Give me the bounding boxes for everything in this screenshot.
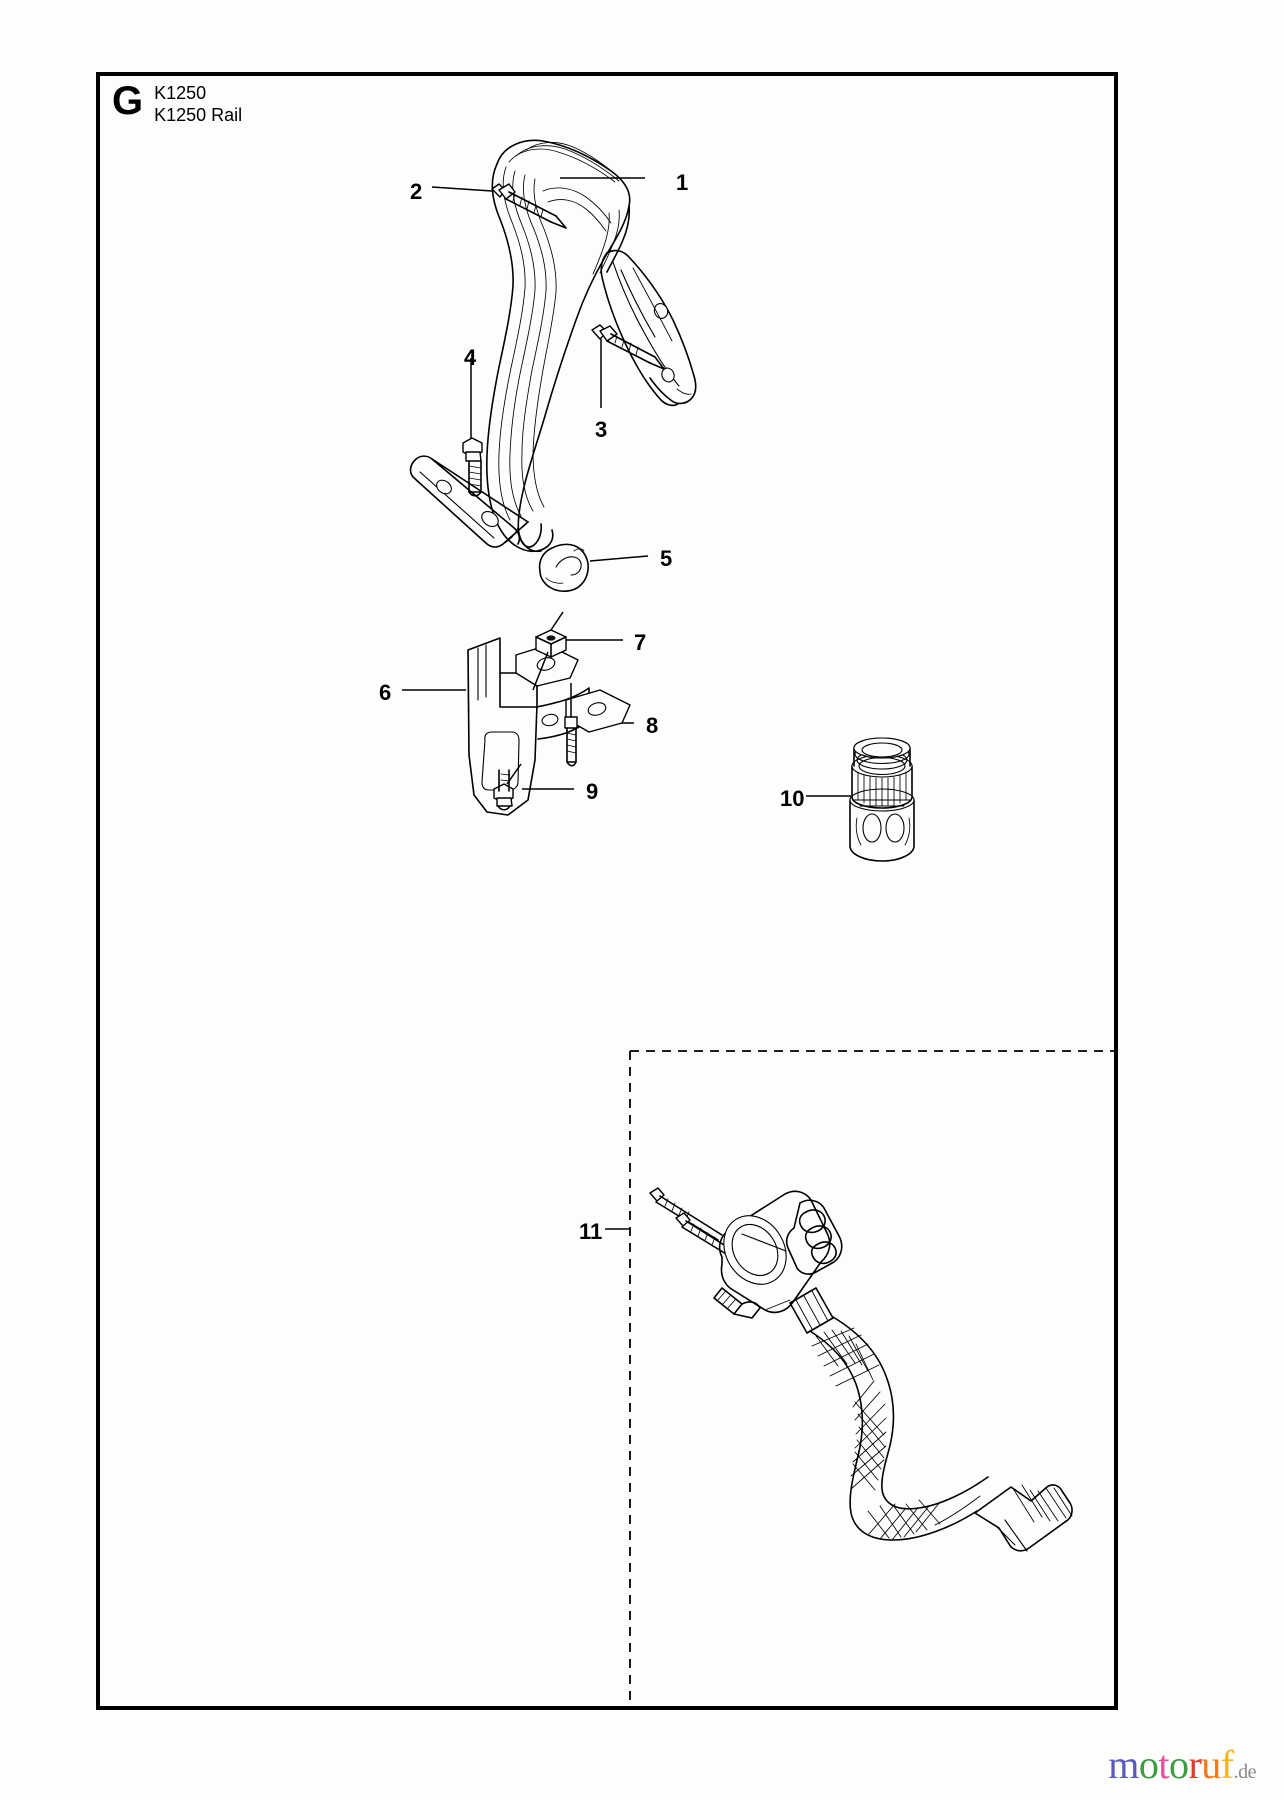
callout-label-9: 9 — [586, 779, 599, 804]
logo-letter-f: f — [1220, 1742, 1234, 1787]
logo-letter-r: r — [1188, 1742, 1202, 1787]
callout-label-6: 6 — [379, 680, 392, 705]
sheet-header: G K1250 K1250 Rail — [112, 79, 242, 126]
callout-label-7: 7 — [634, 630, 647, 655]
logo-letter-t: t — [1158, 1742, 1169, 1787]
callout-label-11: 11 — [579, 1219, 603, 1244]
model-name-1: K1250 — [154, 83, 207, 103]
model-list: K1250 K1250 Rail — [154, 82, 242, 126]
logo-letter-o2: o — [1168, 1742, 1189, 1787]
callout-label-8: 8 — [646, 713, 659, 738]
logo-tld: .de — [1233, 1761, 1257, 1783]
diagram-frame — [96, 72, 1118, 1710]
logo-letter-u: u — [1201, 1742, 1221, 1787]
callout-label-3: 3 — [595, 417, 608, 442]
section-letter: G — [112, 79, 143, 123]
callout-label-1: 1 — [676, 170, 689, 195]
callout-label-4: 4 — [464, 345, 477, 370]
motoruf-watermark: motoruf.de — [1108, 1741, 1256, 1788]
model-name-2: K1250 Rail — [154, 105, 243, 125]
logo-letter-m: m — [1108, 1742, 1139, 1787]
logo-letter-o1: o — [1138, 1742, 1159, 1787]
callout-label-2: 2 — [410, 179, 423, 204]
callout-label-5: 5 — [660, 546, 673, 571]
callout-label-10: 10 — [780, 786, 805, 811]
